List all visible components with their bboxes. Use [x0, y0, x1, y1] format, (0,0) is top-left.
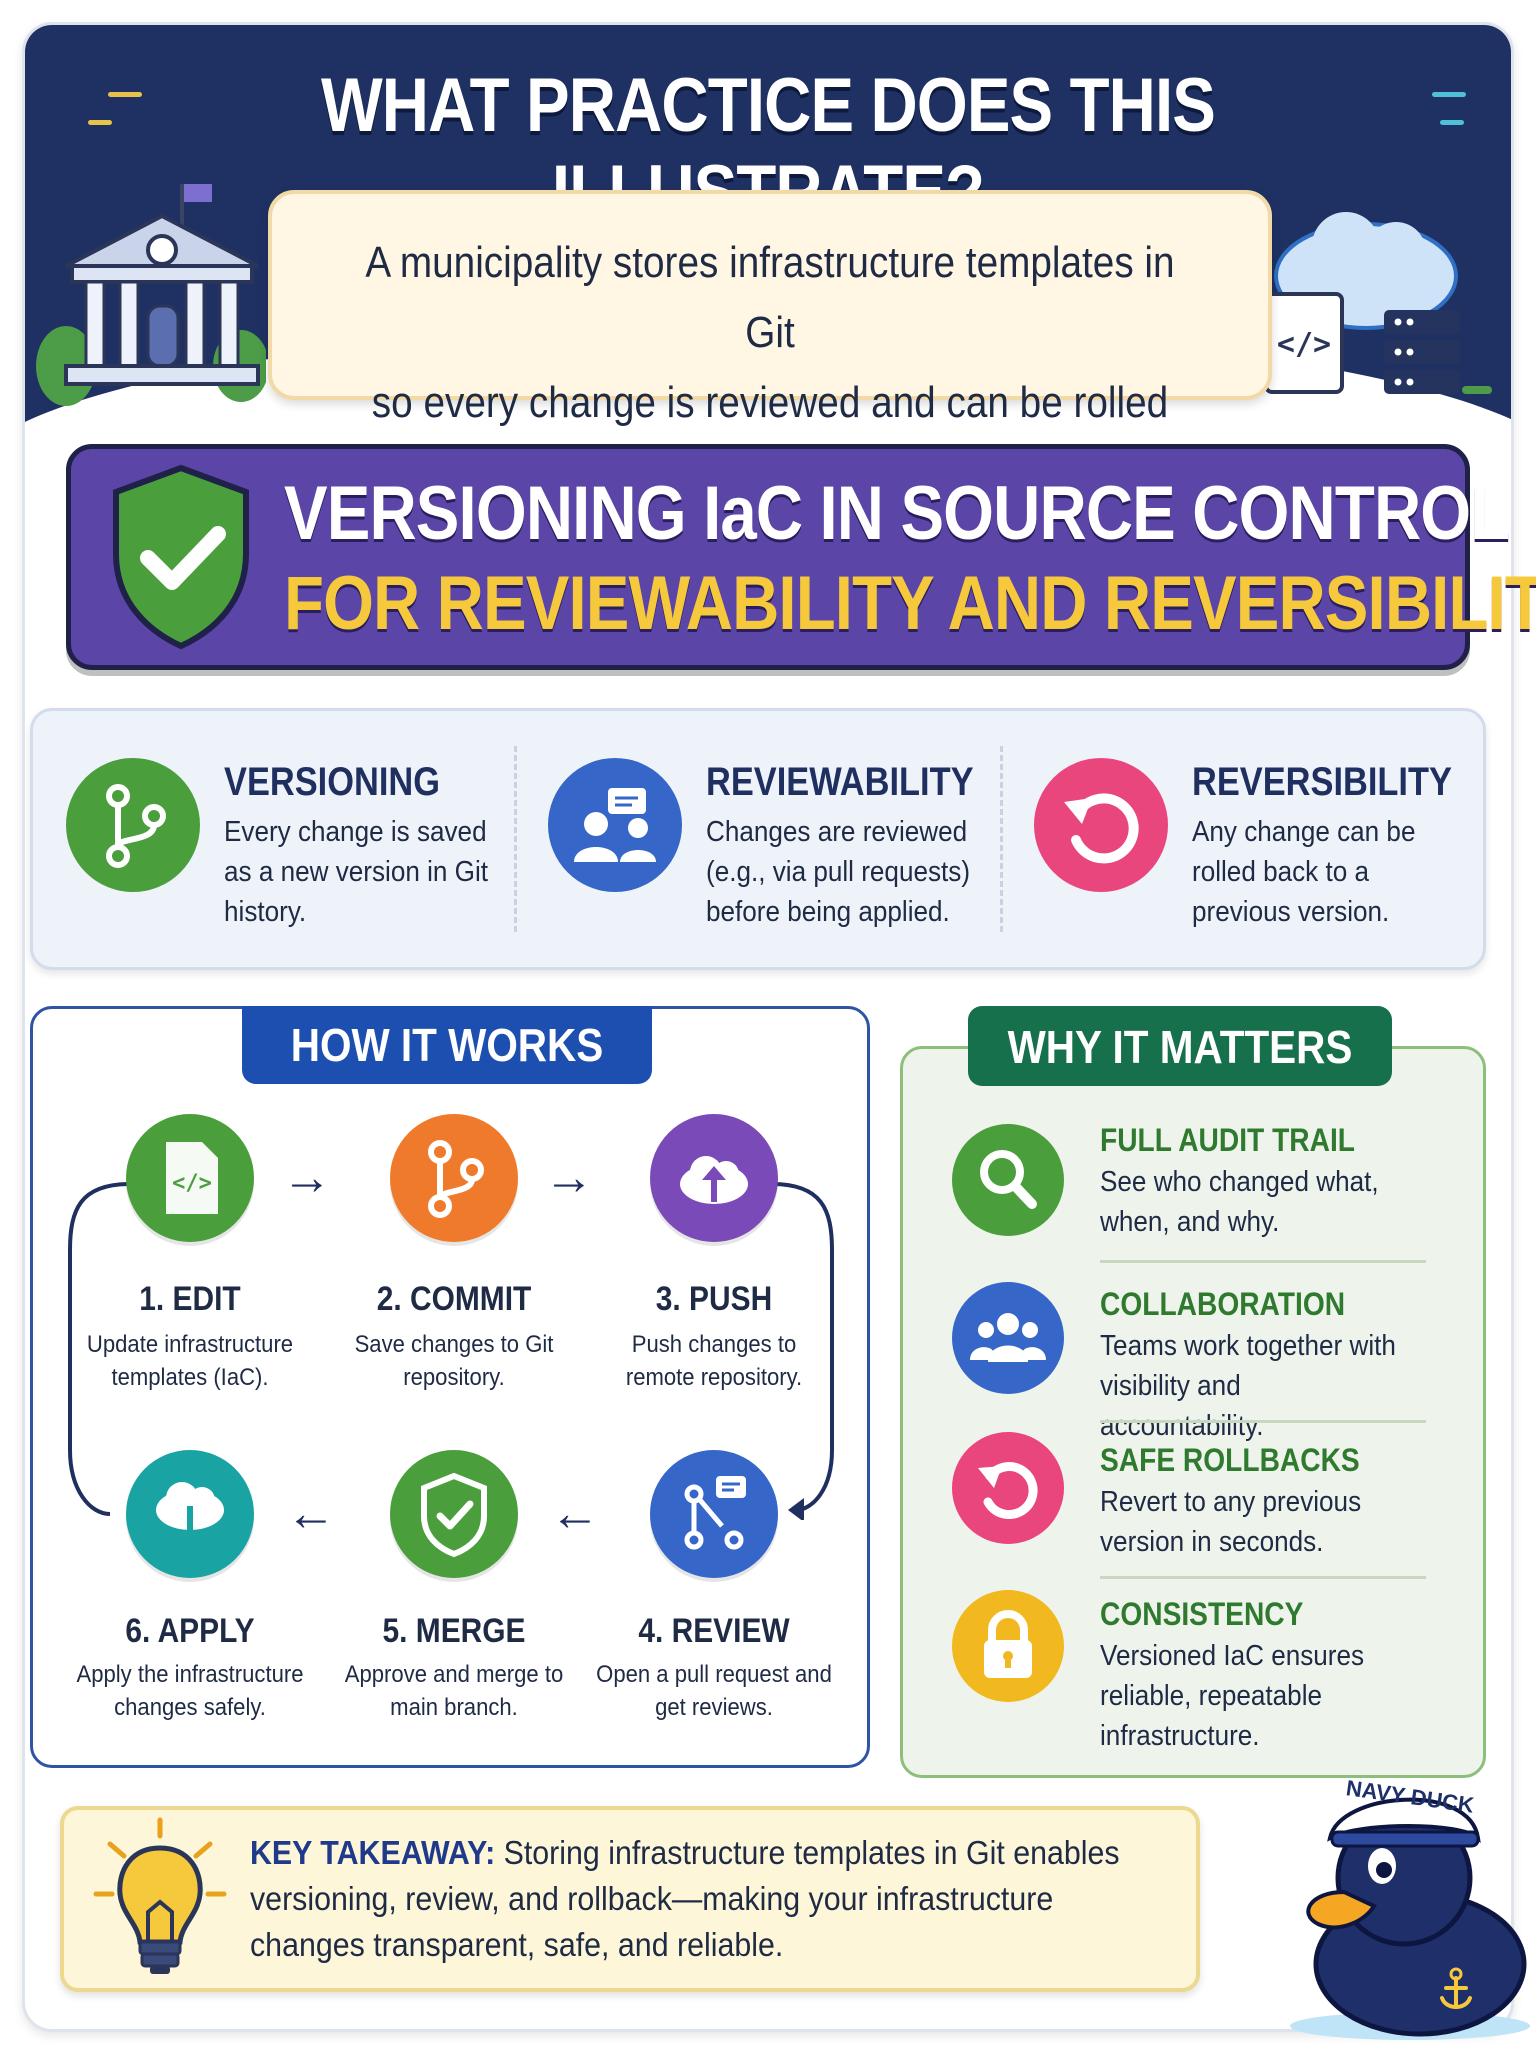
scenario-box [268, 190, 1272, 400]
sparkle-decoration [88, 120, 112, 125]
why-icon-circle [952, 1432, 1064, 1544]
branch-icon [428, 1140, 484, 1218]
step-title: 5. MERGE [382, 1612, 526, 1650]
review-people-icon [574, 788, 656, 862]
how-it-works-title: HOW IT WORKS [290, 1019, 604, 1071]
concept-desc: Changes are reviewed (e.g., via pull req… [706, 816, 971, 928]
step-icon-circle [650, 1450, 778, 1578]
step-desc: Update infrastructure templates (IaC). [86, 1331, 294, 1391]
why-item-title: COLLABORATION [1100, 1286, 1346, 1322]
step-icon-circle [126, 1450, 254, 1578]
city-hall-icon [36, 184, 266, 406]
why-item-desc: Versioned IaC ensures reliable, repeatab… [1100, 1640, 1365, 1752]
step-icon-circle [650, 1114, 778, 1242]
svg-text:</>: </> [1277, 327, 1331, 362]
answer-line-2: FOR REVIEWABILITY AND REVERSIBILITY. [284, 561, 1536, 646]
step-desc: Push changes to remote repository. [625, 1331, 803, 1391]
branch-icon [106, 784, 166, 868]
svg-text:</>: </> [172, 1171, 212, 1196]
cloud-upload-icon [680, 1156, 748, 1204]
lightbulb-icon [93, 1817, 227, 1974]
why-divider [1100, 1260, 1426, 1263]
step-icon-circle [390, 1450, 518, 1578]
takeaway-label: KEY TAKEAWAY: [250, 1834, 496, 1871]
step-desc: Apply the infrastructure changes safely. [76, 1661, 304, 1721]
concept-divider [1000, 746, 1003, 932]
arrow-left-icon: ← [286, 1485, 336, 1541]
step-icon-circle [390, 1114, 518, 1242]
step-desc: Open a pull request and get reviews. [596, 1661, 832, 1721]
step-title: 6. APPLY [125, 1612, 255, 1650]
shield-check-icon [113, 464, 249, 650]
concept-title: REVERSIBILITY [1192, 760, 1452, 804]
concept-title: VERSIONING [224, 760, 440, 804]
takeaway-text: KEY TAKEAWAY: Storing infrastructure tem… [250, 1830, 1133, 1968]
step-desc: Approve and merge to main branch. [344, 1661, 564, 1721]
takeaway-body: Storing infrastructure templates in Git … [250, 1834, 1120, 1963]
concept-desc: Every change is saved as a new version i… [224, 816, 489, 928]
why-it-matters-badge [968, 1006, 1392, 1086]
step-title: 4. REVIEW [638, 1612, 790, 1650]
arrow-right-icon: → [544, 1149, 594, 1205]
how-it-works-badge [242, 1006, 652, 1084]
code-file-icon: </> [166, 1142, 218, 1214]
concept-divider [514, 746, 517, 932]
concept-icon-circle [66, 758, 200, 892]
concept-icon-circle [1034, 758, 1168, 892]
sparkle-decoration [1440, 120, 1464, 125]
why-item-title: CONSISTENCY [1100, 1596, 1304, 1632]
step-desc: Save changes to Git repository. [354, 1331, 554, 1391]
scenario-line: A municipality stores infrastructure tem… [365, 238, 1175, 357]
why-item-title: SAFE ROLLBACKS [1100, 1442, 1360, 1478]
navy-duck-mascot [1290, 1797, 1530, 2040]
takeaway-box [60, 1806, 1200, 1992]
loop-connector-left [68, 1182, 131, 1516]
loop-connector-right [771, 1182, 834, 1520]
step-title: 3. PUSH [655, 1280, 773, 1318]
sparkle-decoration [1432, 92, 1466, 97]
undo-icon [978, 1462, 1038, 1519]
answer-line-1: VERSIONING IaC IN SOURCE CONTROL [284, 471, 1510, 556]
why-icon-circle [952, 1282, 1064, 1394]
step-icon-circle: </> [126, 1114, 254, 1242]
cloud-download-icon [156, 1482, 224, 1546]
concept-icon-circle [548, 758, 682, 892]
why-divider [1100, 1576, 1426, 1579]
undo-icon [1064, 793, 1139, 864]
magnifier-icon [980, 1150, 1037, 1209]
why-divider [1100, 1420, 1426, 1423]
cloud-server-icon: </> [1264, 212, 1492, 394]
sparkle-decoration [108, 92, 142, 97]
why-icon-circle [952, 1590, 1064, 1702]
step-title: 2. COMMIT [376, 1280, 532, 1318]
why-item-desc: Teams work together with visibility and … [1100, 1330, 1396, 1442]
concept-desc: Any change can be rolled back to a previ… [1192, 816, 1416, 928]
why-item-desc: Revert to any previous version in second… [1100, 1486, 1362, 1558]
arrow-left-icon: ← [550, 1485, 600, 1541]
padlock-icon [984, 1610, 1032, 1678]
arrow-right-icon: → [282, 1149, 332, 1205]
shield-check-icon [421, 1472, 487, 1558]
why-item-title: FULL AUDIT TRAIL [1100, 1122, 1355, 1158]
step-title: 1. EDIT [139, 1280, 241, 1318]
concept-title: REVIEWABILITY [706, 760, 974, 804]
why-it-matters-title: WHY IT MATTERS [1007, 1021, 1353, 1073]
team-icon [970, 1313, 1046, 1362]
answer-banner [66, 444, 1470, 670]
why-item-desc: See who changed what, when, and why. [1100, 1166, 1379, 1238]
concepts-panel [30, 708, 1486, 970]
why-icon-circle [952, 1124, 1064, 1236]
pull-request-icon [684, 1476, 746, 1550]
